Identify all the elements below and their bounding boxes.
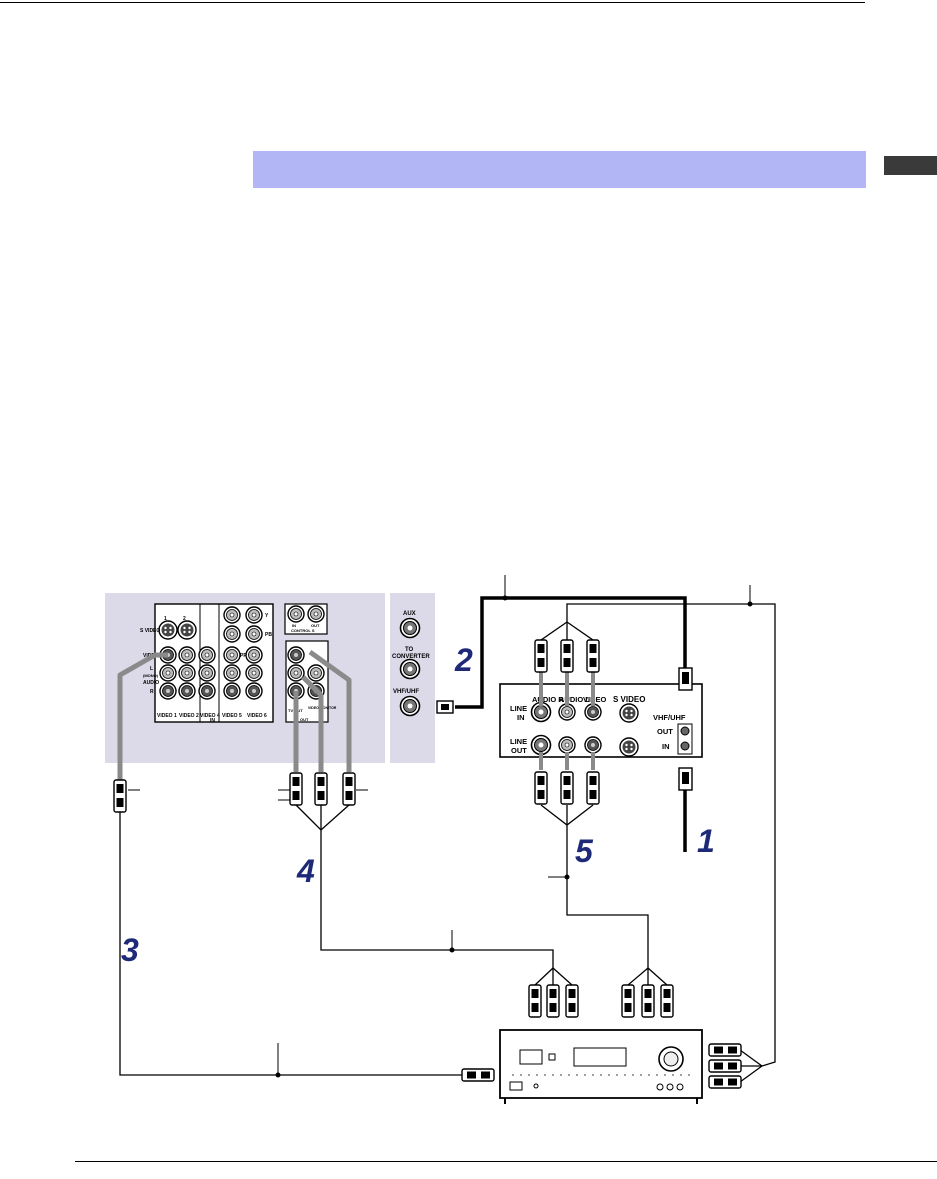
tv-input-video2: VIDEO 2 — [179, 713, 199, 719]
vcr-in: IN — [662, 742, 670, 751]
vcr-line-in-1: LINE — [510, 704, 527, 713]
step-number-1: 1 — [697, 823, 715, 859]
tv-svideo-label: S VIDEO — [140, 628, 160, 634]
antenna-plugs — [436, 667, 693, 791]
callout-lines — [128, 575, 753, 1078]
section-highlight-bar — [253, 151, 866, 188]
tv-audio-label: AUDIO — [143, 680, 159, 686]
tv-input-video1: VIDEO 1 — [157, 713, 177, 719]
tv-input-video4: VIDEO 4 — [200, 713, 220, 719]
step-number-3: 3 — [121, 932, 139, 968]
tv-input-video5: VIDEO 5 — [222, 713, 242, 719]
tv-pb-label: PB — [265, 632, 272, 638]
tv-out-label: OUT — [300, 717, 309, 722]
antenna-cables — [455, 596, 687, 852]
thin-cables — [119, 603, 776, 1083]
tv-pr-label: PR — [240, 653, 247, 659]
tv-audio-l-label: L — [150, 666, 153, 672]
tv-input-video6: VIDEO 6 — [247, 713, 267, 719]
tv-control-s: CONTROL S — [291, 628, 315, 633]
vcr-out: OUT — [657, 727, 673, 736]
tv-control-in: IN — [292, 623, 296, 628]
step-number-5: 5 — [575, 833, 594, 869]
vcr-audio-l: AUDIO L — [559, 695, 590, 704]
step-number-4: 4 — [296, 853, 315, 889]
tv-in-label: IN — [210, 718, 215, 724]
step-number-2: 2 — [454, 642, 473, 678]
tv-mono-label: (MONO) — [143, 673, 159, 678]
tv-vhf-uhf-label: VHF/UHF — [393, 689, 419, 695]
vcr-line-out-2: OUT — [511, 746, 527, 755]
tv-to-label: TO — [405, 647, 414, 653]
tv-svideo-num-1: 1 — [164, 616, 167, 622]
vcr-line-in-2: IN — [517, 713, 525, 722]
tv-y-label: Y — [265, 613, 269, 619]
tv-audio-r-label: R — [150, 689, 154, 695]
vcr-rear-panel — [499, 683, 703, 758]
tv-svideo-num-2: 2 — [183, 616, 186, 622]
av-receiver — [499, 1029, 703, 1104]
chapter-side-tab — [884, 156, 937, 175]
vcr-audio-r: AUDIO R — [532, 695, 564, 704]
bottom-rule — [75, 1161, 937, 1162]
tv-rear-panel — [105, 593, 435, 763]
top-rule — [0, 2, 865, 3]
vcr-line-out-1: LINE — [510, 737, 527, 746]
tv-aux-label: AUX — [403, 611, 416, 617]
vcr-vhf-uhf: VHF/UHF — [653, 713, 686, 722]
tv-converter-label: CONVERTER — [392, 654, 430, 660]
tv-audio-video-cables — [117, 649, 352, 780]
vcr-svideo: S VIDEO — [613, 695, 645, 704]
tv-control-out: OUT — [311, 623, 320, 628]
